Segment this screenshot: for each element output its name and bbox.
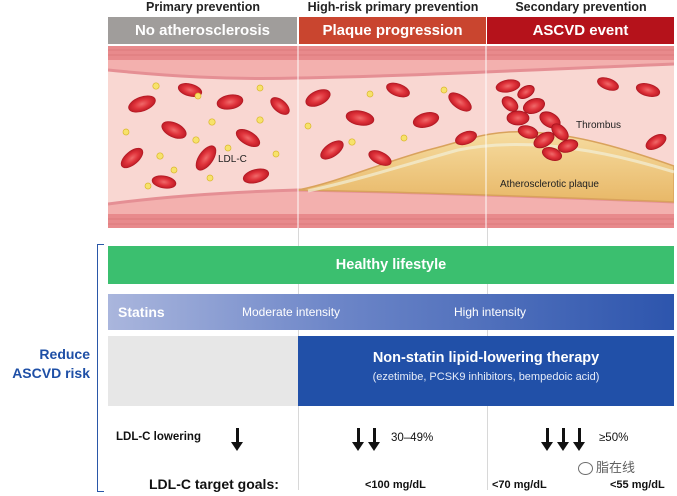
- watermark-text: 脂在线: [596, 460, 636, 475]
- ldl-label: LDL-C: [218, 154, 247, 165]
- side-label: Reduce ASCVD risk: [12, 346, 90, 381]
- plaque-label: Atherosclerotic plaque: [500, 179, 599, 190]
- nonstatin-bar: Non-statin lipid-lowering therapy (ezeti…: [298, 336, 674, 406]
- nonstatin-placeholder: [108, 336, 298, 406]
- target-goal-2: <70 mg/dL: [492, 479, 547, 491]
- nonstatin-title: Non-statin lipid-lowering therapy: [372, 350, 600, 366]
- stage-label-primary: Primary prevention: [146, 0, 260, 14]
- lowering-label: LDL-C lowering: [116, 431, 201, 443]
- side-bracket: [97, 244, 104, 492]
- watermark: 脂在线: [578, 457, 635, 476]
- healthy-lifestyle-bar: Healthy lifestyle: [108, 246, 674, 284]
- thrombus-cluster: [501, 85, 579, 161]
- nonstatin-subtitle: (ezetimibe, PCSK9 inhibitors, bempedoic …: [372, 371, 600, 383]
- lowering-moderate-pct: 30–49%: [391, 432, 434, 444]
- chat-bubble-icon: [578, 462, 593, 476]
- artery-illustration: [108, 46, 674, 228]
- stage-band-ascvd-event: ASCVD event: [487, 17, 674, 44]
- lowering-high-pct: ≥50%: [599, 432, 629, 444]
- stage-label-high-risk: High-risk primary prevention: [307, 0, 479, 14]
- down-arrow-icon: [368, 428, 380, 451]
- target-goal-1: <100 mg/dL: [365, 479, 426, 491]
- down-arrow-icon: [573, 428, 585, 451]
- statins-high-label: High intensity: [454, 305, 527, 319]
- statins-label: Statins: [118, 304, 165, 320]
- thrombus-label: Thrombus: [576, 120, 622, 131]
- down-arrow-icon: [541, 428, 553, 451]
- target-goal-3: <55 mg/dL: [610, 479, 665, 491]
- targets-label: LDL-C target goals:: [149, 476, 279, 492]
- down-arrow-icon: [231, 428, 243, 451]
- down-arrow-icon: [352, 428, 364, 451]
- healthy-lifestyle-label: Healthy lifestyle: [335, 257, 447, 273]
- statins-moderate-label: Moderate intensity: [242, 305, 341, 319]
- stage-label-secondary: Secondary prevention: [515, 0, 647, 14]
- stage-band-no-atherosclerosis: No atherosclerosis: [108, 17, 297, 44]
- down-arrow-icon: [557, 428, 569, 451]
- stage-band-plaque-progression: Plaque progression: [299, 17, 486, 44]
- statins-bar: Statins Moderate intensity High intensit…: [108, 294, 674, 330]
